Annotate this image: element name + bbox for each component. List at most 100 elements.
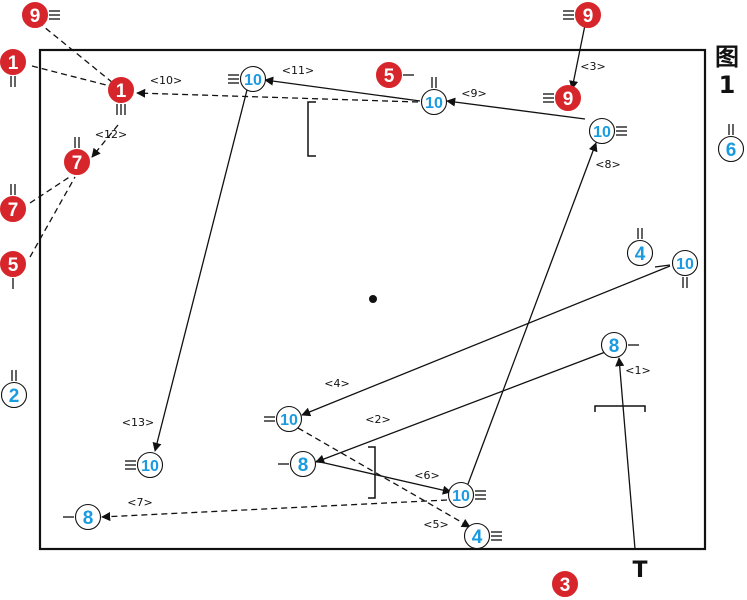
player-circle — [588, 117, 616, 145]
blue-player-10: 10 — [264, 405, 303, 433]
blue-player-2: 2 — [0, 370, 28, 409]
player-number: 10 — [244, 72, 262, 89]
movement-label: <2> — [365, 413, 390, 426]
movement-arrow — [152, 89, 248, 452]
red-player-3: 3 — [552, 571, 578, 597]
player-circle — [600, 331, 628, 359]
red-player-1: 1 — [108, 77, 134, 115]
player-number: 4 — [472, 527, 483, 548]
player-number: 6 — [726, 140, 737, 161]
blue-player-6: 6 — [717, 124, 745, 163]
blue-player-8: 8 — [63, 503, 102, 531]
player-number: 9 — [563, 89, 574, 110]
player-circle — [74, 503, 102, 531]
movement-arrow — [136, 88, 419, 103]
movement-arrow — [315, 350, 609, 464]
player-circle — [136, 451, 164, 479]
player-number: 8 — [609, 336, 620, 357]
blue-player-10: 10 — [420, 77, 448, 116]
player-circle — [575, 2, 601, 28]
movement-arrow — [467, 142, 598, 485]
court-boundary — [38, 48, 707, 551]
player-number: 10 — [452, 488, 470, 505]
movement-arrow — [446, 97, 586, 120]
movement-line-unlabeled — [37, 21, 114, 84]
player-circle — [463, 522, 491, 550]
movement-label: <11> — [282, 64, 314, 77]
player-circle — [0, 381, 28, 409]
player-number: 2 — [9, 386, 20, 407]
player-number: 4 — [635, 244, 646, 265]
player-number: 10 — [280, 412, 298, 429]
movement-line-unlabeled — [29, 175, 72, 204]
movement-line-unlabeled — [31, 65, 107, 86]
bracket-right — [594, 405, 646, 412]
movement-label: <12> — [95, 128, 127, 141]
movement-line-unlabeled — [654, 264, 671, 268]
movement-label: <13> — [122, 416, 154, 429]
red-player-7: 7 — [0, 184, 26, 222]
player-number: 10 — [676, 256, 694, 273]
player-circle — [0, 196, 26, 222]
player-circle — [289, 450, 317, 478]
player-number: 3 — [560, 575, 571, 596]
movement-arrow — [297, 427, 471, 528]
movement-arrow — [569, 24, 586, 90]
blue-player-4: 4 — [626, 228, 654, 267]
red-player-9: 9 — [543, 85, 581, 111]
player-circle — [22, 2, 48, 28]
t-marker: T — [632, 558, 647, 583]
player-circle — [626, 239, 654, 267]
player-circle — [239, 65, 267, 93]
blue-player-10: 10 — [671, 249, 699, 288]
blue-player-10: 10 — [447, 481, 486, 509]
blue-player-10: 10 — [228, 65, 267, 93]
red-player-1: 1 — [0, 49, 26, 87]
player-number: 5 — [384, 66, 395, 87]
player-circle — [0, 251, 26, 277]
movement-arrow — [315, 460, 452, 495]
movement-label: <9> — [461, 87, 486, 100]
red-player-7: 7 — [64, 137, 90, 175]
blue-player-4: 4 — [463, 522, 502, 550]
red-player-9: 9 — [563, 2, 601, 28]
player-number: 7 — [72, 153, 83, 174]
player-circle — [108, 77, 134, 103]
player-number: 1 — [8, 53, 19, 74]
player-circle — [420, 88, 448, 116]
player-number: 7 — [8, 200, 19, 221]
movement-label: <4> — [324, 377, 349, 390]
player-circle — [275, 405, 303, 433]
player-number: 9 — [583, 6, 594, 27]
movement-label: <1> — [625, 364, 650, 377]
figure-label: 图 1 — [712, 43, 742, 99]
player-number: 5 — [8, 255, 19, 276]
red-player-9: 9 — [22, 2, 60, 28]
player-circle — [552, 571, 578, 597]
player-number: 8 — [83, 508, 94, 529]
movement-label: <8> — [595, 158, 620, 171]
movement-arrow — [91, 124, 119, 158]
bracket-bottom — [368, 446, 376, 499]
player-number: 10 — [593, 124, 611, 141]
player-number: 10 — [425, 95, 443, 112]
movement-line-unlabeled — [29, 176, 76, 258]
player-circle — [671, 249, 699, 277]
player-circle — [376, 62, 402, 88]
player-number: 10 — [141, 458, 159, 475]
player-number: 8 — [298, 455, 309, 476]
movement-arrow — [615, 357, 636, 550]
player-circle — [555, 85, 581, 111]
movement-arrow — [301, 265, 671, 417]
figure-label-number: 1 — [718, 70, 736, 99]
figure-label-char: 图 — [715, 43, 739, 71]
movement-arrow — [101, 499, 448, 522]
movement-arrow — [264, 76, 421, 102]
movement-label: <10> — [150, 74, 182, 87]
center-dot — [369, 295, 377, 303]
blue-player-10: 10 — [125, 451, 164, 479]
movement-label: <5> — [423, 518, 448, 531]
player-circle — [717, 135, 745, 163]
blue-player-10: 10 — [588, 117, 627, 145]
